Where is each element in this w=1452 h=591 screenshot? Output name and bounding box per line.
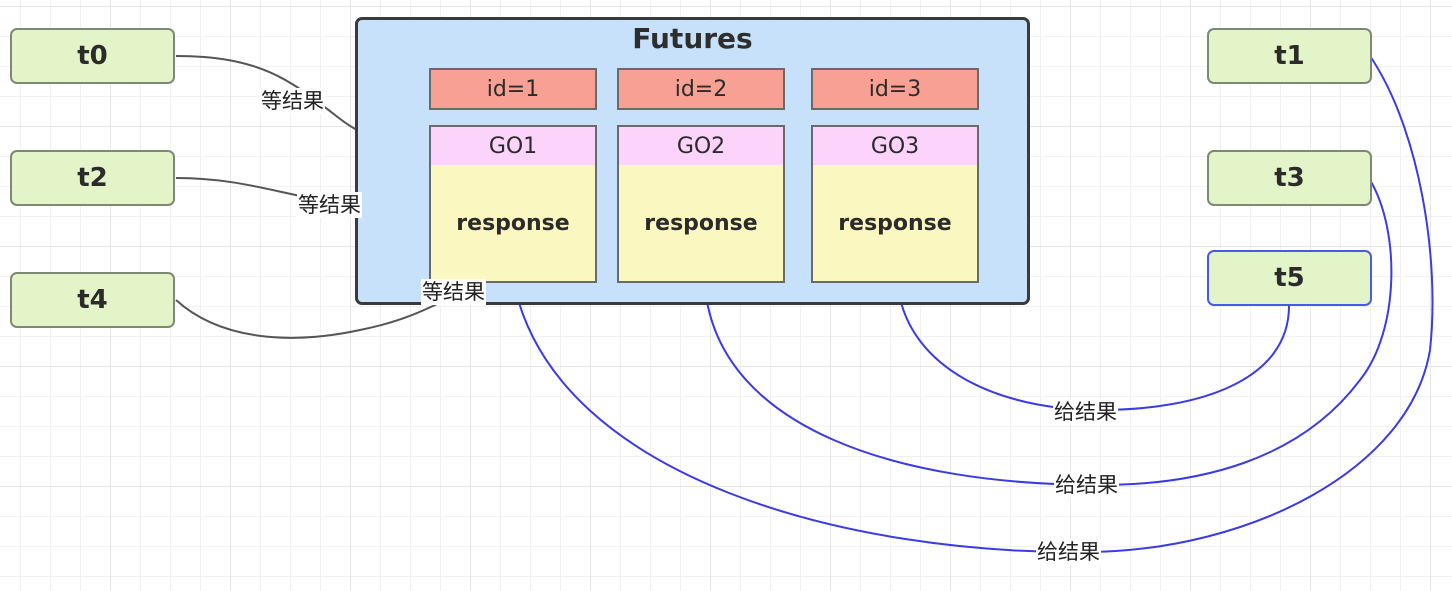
future-response-2[interactable]: response [617,165,785,283]
edge-label-t5-give: 给结果 [1053,399,1118,425]
future-id-2[interactable]: id=2 [617,68,785,110]
thread-t1[interactable]: t1 [1207,28,1372,84]
future-go-1[interactable]: GO1 [429,125,597,167]
thread-t3[interactable]: t3 [1207,150,1372,206]
thread-t0[interactable]: t0 [10,28,175,84]
thread-t4[interactable]: t4 [10,272,175,328]
edge-label-t1-give: 给结果 [1036,539,1101,565]
future-id-1[interactable]: id=1 [429,68,597,110]
futures-title: Futures [632,22,753,55]
future-go-2[interactable]: GO2 [617,125,785,167]
future-go-3[interactable]: GO3 [811,125,979,167]
edge-label-t2-wait: 等结果 [297,192,362,218]
thread-t5[interactable]: t5 [1207,250,1372,306]
thread-t2[interactable]: t2 [10,150,175,206]
edge-label-t0-wait: 等结果 [260,88,325,114]
edge-t5-go3[interactable] [885,281,1290,412]
edge-label-t3-give: 给结果 [1054,472,1119,498]
future-id-3[interactable]: id=3 [811,68,979,110]
future-response-3[interactable]: response [811,165,979,283]
edge-label-t4-wait: 等结果 [421,279,486,305]
future-response-1[interactable]: response [429,165,597,283]
